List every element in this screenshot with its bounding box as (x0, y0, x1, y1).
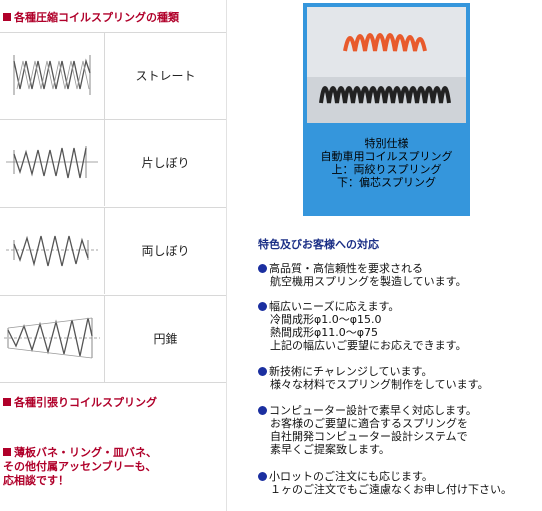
single-taper-spring-image (0, 120, 105, 206)
type-label-single-taper: 片しぼり (141, 156, 190, 170)
feature-item: コンピューター設計で素早く対応します。 お客様のご要望に適合するスプリングを 自… (258, 404, 477, 456)
bullet-dot-icon (258, 302, 267, 311)
bullet-dot-icon (258, 406, 267, 415)
grid-line (0, 207, 226, 208)
grid-line (0, 295, 226, 296)
feature-item: 幅広いニーズに応えます。 冷間成形φ1.0～φ15.0 熱間成形φ11.0～φ7… (258, 300, 467, 352)
column-divider (226, 0, 227, 511)
left-panel: 各種圧縮コイルスプリングの種類 ストレート 片しぼり (0, 0, 226, 511)
straight-spring-image (0, 33, 105, 119)
bullet-dot-icon (258, 472, 267, 481)
features-title: 特色及びお客様への対応 (258, 238, 379, 251)
bullet-square-icon (3, 13, 11, 21)
compression-heading: 各種圧縮コイルスプリングの種類 (3, 9, 179, 25)
misc-products-note: 薄板バネ・リング・皿バネ、 その他付属アッセンブリーも、 応相談です！ (3, 446, 157, 487)
conical-spring-image (0, 296, 105, 382)
type-label-conical: 円錐 (153, 332, 178, 346)
bullet-dot-icon (258, 264, 267, 273)
bullet-square-icon (3, 448, 11, 456)
spring-photo (307, 7, 466, 123)
double-taper-spring-image (0, 208, 105, 294)
type-label-straight: ストレート (135, 69, 196, 83)
photo-caption: 特別仕様 自動車用コイルスプリング 上：両絞りスプリング 下：偏芯スプリング (320, 137, 453, 189)
grid-line (0, 32, 226, 33)
grid-line (0, 382, 226, 383)
feature-item: 新技術にチャレンジしています。 様々な材料でスプリング制作をしています。 (258, 365, 489, 391)
feature-item: 高品質・高信頼性を要求される 航空機用スプリングを製造しています。 (258, 262, 467, 288)
bullet-square-icon (3, 398, 11, 406)
spring-type-grid: ストレート 片しぼり 両しぼり (0, 32, 226, 383)
grid-line (0, 119, 226, 120)
feature-item: 小ロットのご注文にも応じます。 １ヶのご注文でもご遠慮なくお申し付け下さい。 (258, 470, 512, 496)
special-spec-box: 特別仕様 自動車用コイルスプリング 上：両絞りスプリング 下：偏芯スプリング (303, 3, 470, 216)
type-label-double-taper: 両しぼり (141, 244, 190, 258)
tension-heading[interactable]: 各種引張りコイルスプリング (3, 394, 157, 410)
bullet-dot-icon (258, 367, 267, 376)
